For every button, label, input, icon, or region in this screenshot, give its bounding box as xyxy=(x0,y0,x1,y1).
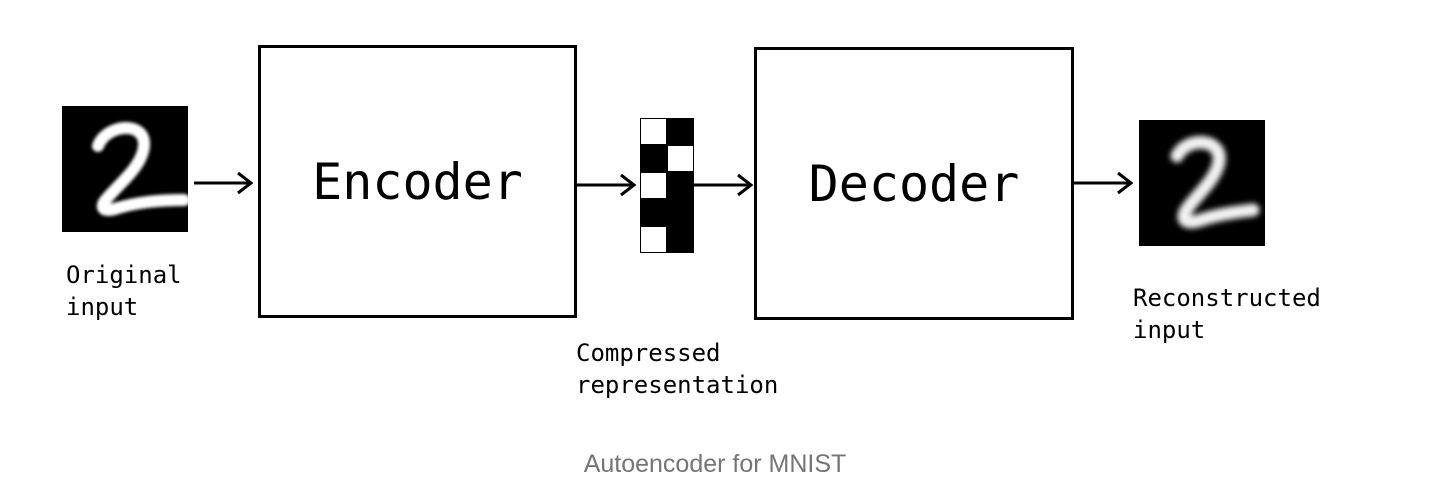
code-cell xyxy=(640,172,667,199)
code-cell xyxy=(667,118,694,145)
code-cell xyxy=(640,199,667,226)
encoder-box: Encoder xyxy=(258,45,577,318)
arrow-code-to-decoder xyxy=(694,170,754,200)
decoder-box: Decoder xyxy=(754,47,1074,320)
code-cell xyxy=(667,199,694,226)
code-cell xyxy=(640,226,667,253)
arrow-input-to-encoder xyxy=(194,168,254,198)
reconstructed-input-label: Reconstructed input xyxy=(1133,284,1321,344)
encoder-label: Encoder xyxy=(312,152,523,211)
figure-caption: Autoencoder for MNIST xyxy=(583,450,847,478)
original-input-label: Original input xyxy=(66,261,182,321)
code-cell xyxy=(640,145,667,172)
decoder-label: Decoder xyxy=(808,154,1020,213)
code-cell xyxy=(640,118,667,145)
compressed-representation-label: Compressed representation xyxy=(576,339,779,399)
code-cell xyxy=(667,172,694,199)
arrow-decoder-to-output xyxy=(1074,168,1134,198)
compressed-representation xyxy=(640,118,694,253)
reconstructed-digit-image xyxy=(1139,120,1265,246)
arrow-encoder-to-code xyxy=(577,170,637,200)
code-cell xyxy=(667,226,694,253)
code-cell xyxy=(667,145,694,172)
original-digit-image xyxy=(62,106,188,232)
